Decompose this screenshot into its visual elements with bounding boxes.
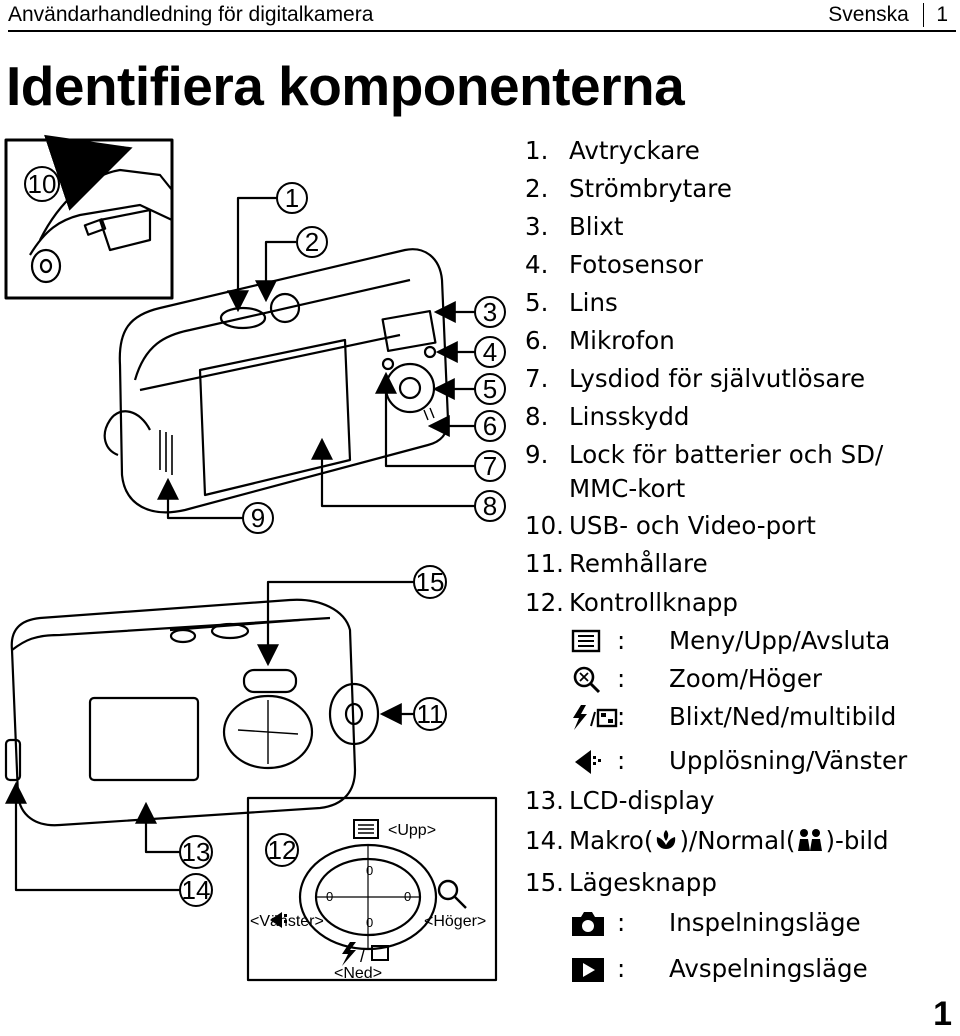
mode-function-item: :Inspelningsläge — [569, 908, 949, 940]
front-camera-body — [118, 248, 450, 514]
callout-14: 14 — [179, 873, 213, 907]
mode-button — [242, 668, 298, 694]
header-divider — [922, 3, 925, 28]
dpad-up-label: <Upp> — [388, 822, 436, 839]
list-item: 5.Lins — [525, 288, 618, 317]
page-header: Användarhandledning för digitalkamera Sv… — [8, 0, 956, 32]
list-item: 14.Makro()/Normal()-bild — [525, 826, 889, 855]
list-item: 2.Strömbrytare — [525, 174, 732, 203]
svg-text:6: 6 — [483, 411, 497, 441]
list-item: 7.Lysdiod för självutlösare — [525, 364, 866, 393]
callout-2: 2 — [296, 226, 328, 258]
dpad-glyph-up: 0 — [366, 863, 373, 878]
svg-text:8: 8 — [483, 491, 497, 521]
list-item: 9.Lock för batterier och SD/ — [525, 440, 884, 469]
lens-cover-panel — [198, 338, 352, 497]
strap-holder — [328, 682, 380, 746]
manual-title: Användarhandledning för digitalkamera — [8, 3, 374, 26]
menu-icon — [353, 819, 379, 839]
callout-1: 1 — [276, 182, 308, 214]
flash-multi-icon — [573, 705, 618, 730]
svg-text:2: 2 — [305, 227, 319, 257]
flash-window — [381, 309, 437, 353]
svg-text:7: 7 — [483, 451, 497, 481]
callout-6: 6 — [474, 410, 506, 442]
list-item: 8.Linsskydd — [525, 402, 690, 431]
lcd-display — [88, 696, 200, 782]
list-item: 12.Kontrollknapp — [525, 588, 738, 617]
dpad-right-label: <Höger> — [424, 913, 486, 930]
list-item: 3.Blixt — [525, 212, 624, 241]
svg-text:11: 11 — [417, 699, 444, 729]
dpad-glyph-right: 0 — [404, 889, 411, 904]
dpad-glyph-down: 0 — [366, 915, 373, 930]
callout-3: 3 — [474, 296, 506, 328]
svg-text:1: 1 — [285, 183, 299, 213]
callout-15: 15 — [413, 565, 447, 599]
svg-text:3: 3 — [483, 297, 497, 327]
mode-function-item: :Avspelningsläge — [569, 954, 949, 986]
svg-text:4: 4 — [483, 337, 497, 367]
zoom-icon-small — [437, 879, 467, 909]
page-title: Identifiera komponenterna — [6, 55, 685, 117]
svg-text:/: / — [360, 946, 365, 966]
control-function-item: :Blixt/Ned/multibild — [569, 702, 949, 734]
back-camera-body — [10, 598, 357, 827]
control-function-item: :Zoom/Höger — [569, 664, 949, 696]
control-pad — [222, 694, 314, 770]
control-function-item: :Upplösning/Vänster — [569, 746, 949, 778]
callout-5: 5 — [474, 373, 506, 405]
svg-text:13: 13 — [182, 837, 211, 867]
list-item: 13.LCD-display — [525, 786, 715, 815]
dpad-down-label: <Ned> — [334, 965, 382, 982]
control-function-item: :Meny/Upp/Avsluta — [569, 626, 949, 658]
list-item: 1.Avtryckare — [525, 136, 700, 165]
photosensor — [423, 345, 437, 359]
callout-10: 10 — [24, 166, 60, 202]
resolution-icon — [575, 750, 601, 774]
header-right: Svenska 1 — [828, 3, 948, 28]
list-item: 15.Lägesknapp — [525, 868, 717, 897]
svg-text:14: 14 — [182, 875, 211, 905]
callout-12: 12 — [265, 833, 299, 867]
list-item: 11.Remhållare — [525, 549, 708, 578]
menu-icon — [571, 629, 601, 653]
svg-text:10: 10 — [28, 169, 57, 199]
zoom-icon — [573, 666, 601, 694]
svg-text:12: 12 — [268, 835, 297, 865]
header-page-number: 1 — [936, 3, 948, 26]
inset-frame — [4, 138, 174, 300]
callout-9: 9 — [242, 502, 274, 534]
camera-illustration: 10 1 2 3 4 5 6 7 8 9 15 11 12 13 14 <Upp… — [4, 134, 506, 982]
camera-lens — [384, 362, 436, 414]
svg-text:9: 9 — [251, 503, 265, 533]
shutter-button — [269, 292, 301, 324]
dpad-left-label: <Vänster> — [250, 913, 324, 930]
language-label: Svenska — [828, 3, 909, 26]
dpad-labels: <Upp> <Vänster> <Höger> / <Ned> 0 0 0 0 — [250, 819, 486, 982]
callout-7: 7 — [474, 450, 506, 482]
control-pad-frame — [246, 796, 498, 982]
camera-icon — [572, 912, 604, 936]
dpad-glyph-left: 0 — [326, 889, 333, 904]
svg-text:5: 5 — [483, 374, 497, 404]
page-number: 1 — [933, 995, 952, 1033]
normal-icon — [798, 829, 823, 851]
resolution-icon-small — [270, 912, 287, 928]
list-item: MMC-kort — [569, 474, 686, 503]
callout-4: 4 — [474, 336, 506, 368]
callout-13: 13 — [179, 835, 213, 869]
list-item: 4.Fotosensor — [525, 250, 703, 279]
self-timer-led — [381, 357, 395, 371]
play-icon — [572, 958, 604, 982]
flash-multi-icon-small: / — [342, 942, 389, 966]
usb-port — [4, 738, 22, 782]
list-item: 10.USB- och Video-port — [525, 511, 816, 540]
list-item: 6.Mikrofon — [525, 326, 675, 355]
callout-8: 8 — [474, 490, 506, 522]
callouts: 10 1 2 3 4 5 6 7 8 9 15 11 12 13 14 — [24, 166, 506, 907]
callout-11: 11 — [413, 697, 447, 731]
macro-icon — [657, 830, 676, 849]
svg-text:15: 15 — [416, 567, 445, 597]
